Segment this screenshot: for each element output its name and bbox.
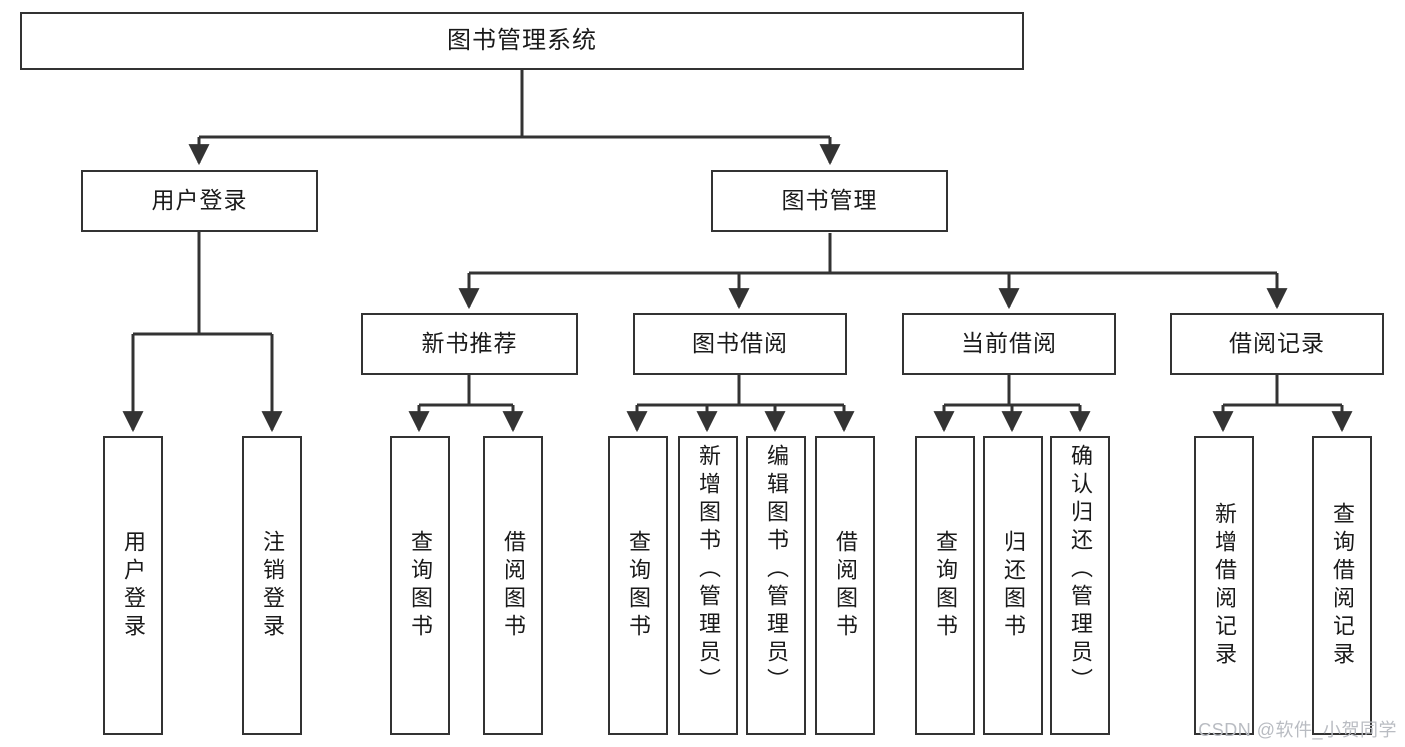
leaf-borrow-record-query[interactable]: 查询借阅记录: [1312, 436, 1372, 735]
node-label: 新书推荐: [421, 330, 518, 357]
leaf-new-book-query[interactable]: 查询图书: [390, 436, 450, 735]
node-label: 用户登录: [151, 187, 248, 214]
node-label: 查询图书: [933, 529, 958, 642]
node-current-borrow[interactable]: 当前借阅: [902, 313, 1116, 375]
leaf-book-borrow-borrow[interactable]: 借阅图书: [815, 436, 875, 735]
node-label: 用户登录: [121, 529, 146, 642]
node-book-management[interactable]: 图书管理: [711, 170, 948, 232]
node-label: 借阅记录: [1229, 330, 1325, 357]
leaf-current-borrow-confirm-return[interactable]: 确认归还（管理员）: [1050, 436, 1110, 735]
node-label: 图书管理: [781, 187, 878, 214]
node-root-system[interactable]: 图书管理系统: [20, 12, 1024, 70]
node-label: 查询借阅记录: [1330, 501, 1355, 670]
node-book-borrow[interactable]: 图书借阅: [633, 313, 847, 375]
leaf-book-borrow-edit[interactable]: 编辑图书（管理员）: [746, 436, 806, 735]
leaf-borrow-record-add[interactable]: 新增借阅记录: [1194, 436, 1254, 735]
node-label: 归还图书: [1001, 529, 1026, 642]
node-label: 确认归还（管理员）: [1068, 444, 1093, 696]
leaf-book-borrow-add[interactable]: 新增图书（管理员）: [678, 436, 738, 735]
leaf-new-book-borrow[interactable]: 借阅图书: [483, 436, 543, 735]
node-label: 查询图书: [626, 529, 651, 642]
leaf-current-borrow-return[interactable]: 归还图书: [983, 436, 1043, 735]
node-user-login[interactable]: 用户登录: [81, 170, 318, 232]
node-borrow-record[interactable]: 借阅记录: [1170, 313, 1384, 375]
leaf-user-login-login[interactable]: 用户登录: [103, 436, 163, 735]
node-label: 注销登录: [260, 529, 285, 642]
node-label: 借阅图书: [833, 529, 858, 642]
leaf-user-login-logout[interactable]: 注销登录: [242, 436, 302, 735]
leaf-current-borrow-query[interactable]: 查询图书: [915, 436, 975, 735]
node-label: 图书借阅: [692, 330, 788, 357]
node-new-book-recommend[interactable]: 新书推荐: [361, 313, 578, 375]
node-label: 新增图书（管理员）: [696, 444, 721, 696]
node-label: 图书管理系统: [447, 26, 597, 54]
node-label: 新增借阅记录: [1212, 501, 1237, 670]
node-label: 编辑图书（管理员）: [764, 444, 789, 696]
node-label: 查询图书: [408, 529, 433, 642]
node-label: 借阅图书: [501, 529, 526, 642]
leaf-book-borrow-query[interactable]: 查询图书: [608, 436, 668, 735]
watermark-text: CSDN @软件_小贺同学: [1198, 720, 1397, 740]
node-label: 当前借阅: [961, 330, 1057, 357]
